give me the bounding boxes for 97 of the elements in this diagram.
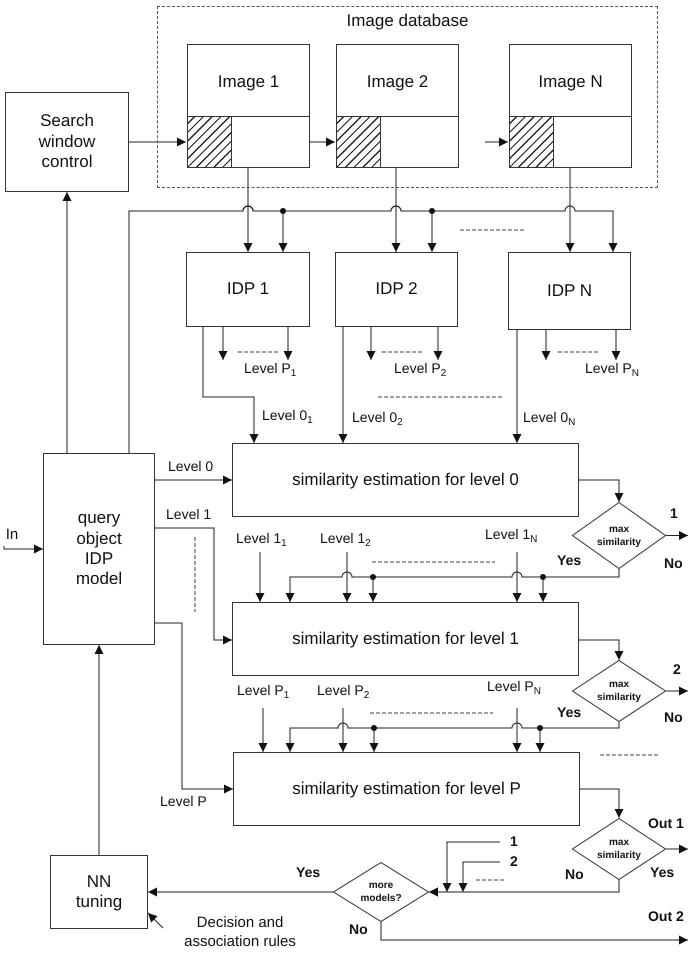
arrow: [154, 528, 232, 644]
arrow: [148, 912, 164, 928]
arrow: [666, 531, 688, 540]
arrow: [380, 922, 688, 944]
arrow: [338, 708, 348, 752]
arrow: [94, 644, 104, 856]
node-label: max similarity: [596, 522, 642, 548]
process-box: [335, 252, 458, 327]
label: No: [349, 922, 368, 938]
label: No: [664, 710, 683, 726]
edge-label: Out 1: [648, 816, 684, 832]
group-title: Image database: [346, 11, 468, 32]
arrow: [578, 640, 624, 660]
edge-label: Level P$_{2}$: [317, 683, 370, 701]
edge-label: Level 0: [168, 459, 214, 474]
arrow: [218, 326, 228, 360]
arrow: [338, 326, 348, 444]
arrow: [286, 568, 620, 602]
arrow: [148, 888, 334, 896]
arrow: [566, 166, 574, 252]
arrow: [284, 326, 292, 360]
arrow: [308, 138, 336, 146]
image-label: Image 2: [366, 70, 430, 93]
node-label: similarity estimation for level 1: [292, 628, 519, 650]
process-box: [232, 602, 579, 676]
edge-label: Level P: [160, 794, 207, 810]
arrow: [286, 722, 620, 752]
node-label: more models?: [359, 879, 403, 905]
node-label: NN tuning: [74, 872, 124, 912]
arrow: [512, 708, 522, 752]
arrow: [666, 844, 688, 854]
process-box: [50, 855, 148, 929]
arrow: [342, 552, 352, 602]
edge-label: Level P$_{1}$: [237, 683, 290, 701]
edge-label: Out 2: [648, 909, 684, 924]
node-label: similarity estimation for level 0: [292, 470, 519, 490]
arrow: [62, 192, 72, 454]
image-box: [187, 44, 310, 168]
edge-label: Level 1: [166, 507, 212, 522]
arrow: [666, 686, 688, 696]
edge-label: Level 0$_{N}$: [523, 410, 576, 428]
edge-label: Level 0$_{2}$: [352, 410, 403, 428]
decision-diamond: [333, 862, 429, 922]
image-box: [336, 44, 459, 168]
edge-label: Level 1$_{N}$: [485, 527, 538, 545]
arrow: [512, 330, 522, 444]
edge-label: Level 1$_{2}$: [320, 531, 371, 549]
label: Yes: [557, 553, 582, 568]
arrow: [154, 622, 234, 794]
label: Yes: [557, 705, 582, 720]
arrow: [612, 330, 620, 360]
edge-label: Level 0$_{1}$: [262, 408, 313, 426]
image-label: Image 1: [216, 70, 280, 93]
edge-label: Level 1$_{1}$: [236, 531, 287, 549]
image-label: Image N: [537, 70, 604, 93]
process-box: [43, 453, 155, 645]
node-label: IDP 1: [226, 279, 270, 300]
edge-label: Level P$_{N}$: [487, 679, 541, 697]
edge-label: Level P$_{1}$: [244, 361, 296, 379]
node-label: similarity estimation for level P: [292, 778, 521, 800]
label: No: [565, 867, 584, 882]
database-group: [157, 6, 658, 188]
node-label: query object IDP model: [74, 508, 124, 590]
node-label: Decision and association rules: [183, 914, 297, 952]
node-label: max similarity: [596, 678, 642, 704]
arrow: [4, 544, 44, 554]
process-box: [5, 92, 129, 192]
process-box: [233, 752, 580, 826]
process-box: [186, 252, 310, 327]
process-box: [232, 443, 579, 517]
arrow: [202, 326, 258, 444]
arrow: [244, 166, 252, 252]
arrow: [128, 138, 186, 146]
label: Yes: [650, 865, 674, 880]
arrow: [434, 326, 442, 360]
edge-label: Level P$_{2}$: [394, 361, 446, 379]
arrow: [578, 480, 624, 502]
arrow: [484, 138, 508, 146]
arrow: [154, 476, 232, 484]
node-label: In: [6, 526, 18, 544]
node-label: max similarity: [596, 836, 642, 862]
arrow: [580, 788, 624, 818]
arrow: [392, 166, 400, 252]
image-box: [509, 44, 632, 168]
arrow: [512, 552, 522, 602]
arrow: [542, 330, 550, 360]
arrow: [256, 552, 264, 602]
process-box: [508, 252, 631, 330]
arrow: [428, 862, 500, 896]
node-label: Search window control: [38, 111, 96, 173]
arrow: [258, 708, 268, 752]
node-label: IDP N: [546, 280, 592, 302]
label: No: [664, 556, 683, 572]
arrow: [366, 326, 376, 360]
edge-label: Yes: [296, 865, 320, 880]
node-label: IDP 2: [375, 279, 418, 300]
edge-label: Level P$_{N}$: [585, 361, 639, 379]
